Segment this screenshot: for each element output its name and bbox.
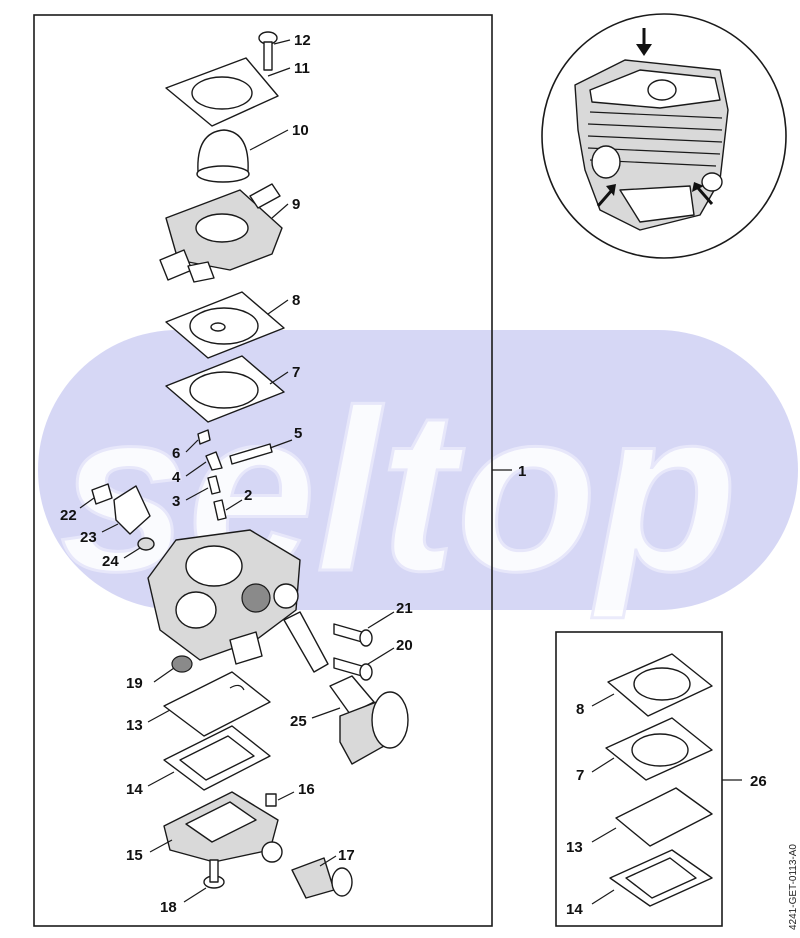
part-22-screw [91,483,113,505]
part-4-lever [205,451,223,471]
callout-15: 15 [126,847,143,864]
part-14-gasket [163,725,271,791]
part-17-fitting [291,857,353,899]
small-parts [91,429,273,551]
part-6-screw [197,429,211,445]
part-8-diaphragm [165,291,285,359]
callout-3: 3 [172,493,180,510]
kit-part-14 [609,849,713,907]
kit-part-13 [615,787,713,847]
arrow-up-left-icon [696,187,714,205]
part-16-pin [265,793,277,807]
part-21-screw [333,623,373,647]
intake-port [591,145,621,179]
kit-part-8 [607,653,713,717]
part-20-screw [333,657,373,681]
callout-12: 12 [294,32,311,49]
callout-21: 21 [396,600,413,617]
carburetor-body [147,529,329,673]
kit-part-7 [605,717,713,781]
part-15-cover [163,791,283,863]
callout-4: 4 [172,469,181,486]
part-24-cap [137,537,155,551]
kit-callout-8: 8 [576,701,584,718]
part-12-screw [258,31,278,71]
part-7-gasket [165,355,285,423]
callout-9: 9 [292,196,300,213]
drawing-code: 4241-GET-0113-A0 [788,844,799,930]
callout-labels: 12 11 10 9 8 7 5 6 4 3 2 22 23 24 21 20 … [60,32,767,918]
callout-7: 7 [292,364,300,381]
callout-25: 25 [290,713,307,730]
part-11-gasket [165,57,279,127]
callout-2: 2 [244,487,252,504]
part-2-spring [213,499,227,521]
kit-callout-7: 7 [576,767,584,784]
mount-boss [701,172,723,192]
part-19-screen [171,655,193,673]
repair-kit-frame [555,631,723,927]
callout-5: 5 [294,425,302,442]
part-10-dome [196,129,250,183]
callout-14: 14 [126,781,143,798]
kit-group-label-26: 26 [750,773,767,790]
callout-20: 20 [396,637,413,654]
arrow-down-icon-head [636,44,652,56]
part-5-pin [229,443,273,465]
callout-13: 13 [126,717,143,734]
callout-6: 6 [172,445,180,462]
callout-11: 11 [294,60,310,77]
spark-plug-bore [647,79,677,101]
callout-23: 23 [80,529,97,546]
cylinder-inset [541,13,787,259]
callout-18: 18 [160,899,177,916]
cylinder-fins [587,111,723,167]
callout-19: 19 [126,675,143,692]
part-3-needle [207,475,221,495]
leader-lines [79,39,742,905]
callout-8: 8 [292,292,300,309]
callout-16: 16 [298,781,315,798]
callout-17: 17 [338,847,355,864]
kit-callout-13: 13 [566,839,583,856]
arrow-up-right-icon-head [606,184,616,196]
arrow-up-right-icon [596,189,614,207]
cylinder-base [619,185,695,223]
part-23-lever [113,485,151,535]
part-13-diaphragm [163,671,271,737]
part-18-screw [203,859,225,889]
callout-22: 22 [60,507,77,524]
kit-callout-14: 14 [566,901,583,918]
callout-10: 10 [292,122,309,139]
callout-24: 24 [102,553,119,570]
arrow-up-left-icon-head [692,182,704,192]
part-25-primer [329,675,409,765]
callout-1: 1 [518,463,526,480]
part-9-pump-cover [159,183,283,283]
